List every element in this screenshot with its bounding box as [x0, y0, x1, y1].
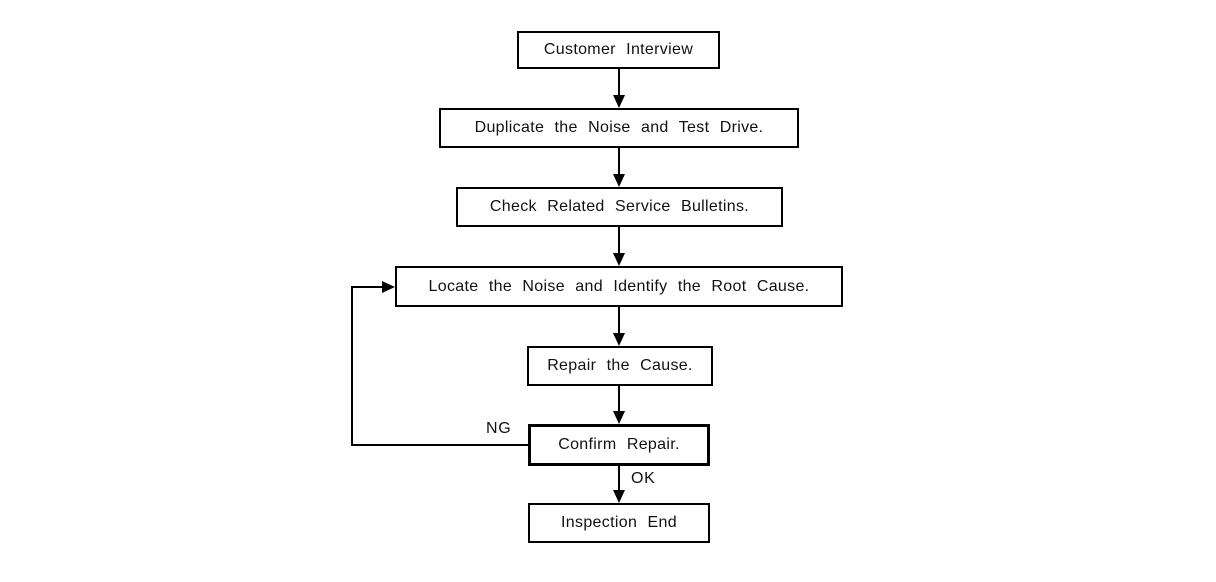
- node-label: Inspection End: [561, 514, 677, 531]
- node-check-service-bulletins: Check Related Service Bulletins.: [456, 187, 783, 227]
- node-label: Locate the Noise and Identify the Root C…: [428, 277, 810, 295]
- node-label: Customer Interview: [543, 41, 694, 58]
- node-duplicate-noise: Duplicate the Noise and Test Drive.: [439, 108, 799, 148]
- node-label: Repair the Cause.: [547, 357, 693, 374]
- node-confirm-repair: Confirm Repair.: [528, 424, 710, 466]
- node-repair-cause: Repair the Cause.: [527, 346, 713, 386]
- node-locate-noise-root-cause: Locate the Noise and Identify the Root C…: [395, 266, 843, 307]
- edge-label-ok: OK: [631, 470, 656, 487]
- node-customer-interview: Customer Interview: [517, 31, 720, 69]
- node-inspection-end: Inspection End: [528, 503, 710, 543]
- ng-loopback-arrow: [351, 281, 528, 446]
- node-label: Check Related Service Bulletins.: [489, 198, 750, 215]
- edge-label-ng: NG: [486, 420, 512, 437]
- node-label: Duplicate the Noise and Test Drive.: [474, 119, 764, 136]
- node-label: Confirm Repair.: [558, 436, 680, 453]
